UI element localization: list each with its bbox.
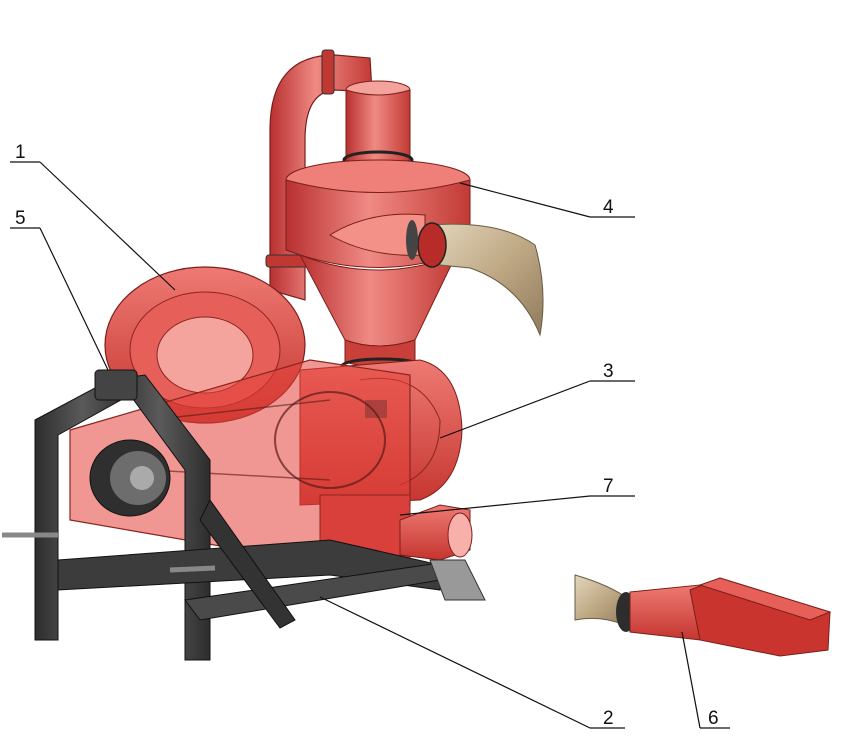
callout-label-2: 2 [603, 708, 614, 729]
callout-label-6: 6 [708, 708, 719, 729]
callout-label-1: 1 [15, 142, 26, 163]
hammer-mill-machine-illustration [2, 49, 544, 661]
callout-7: 7 [399, 476, 635, 516]
callout-6: 6 [681, 631, 730, 729]
cyclone-separator [285, 159, 471, 375]
callout-label-7: 7 [603, 476, 614, 497]
callout-label-5: 5 [15, 208, 26, 229]
callout-2: 2 [319, 596, 625, 729]
callout-1: 1 [10, 142, 176, 291]
discharge-outlet [399, 504, 473, 561]
inlet-hose [406, 220, 544, 337]
drive-pulley [89, 439, 171, 517]
callout-label-3: 3 [603, 361, 614, 382]
callout-3: 3 [439, 361, 635, 439]
callout-5: 5 [10, 208, 109, 371]
frame [2, 369, 486, 661]
callout-label-4: 4 [603, 197, 614, 218]
suction-nozzle-illustration [574, 574, 832, 657]
callout-4: 4 [459, 182, 635, 218]
exhaust-stack [342, 80, 414, 170]
